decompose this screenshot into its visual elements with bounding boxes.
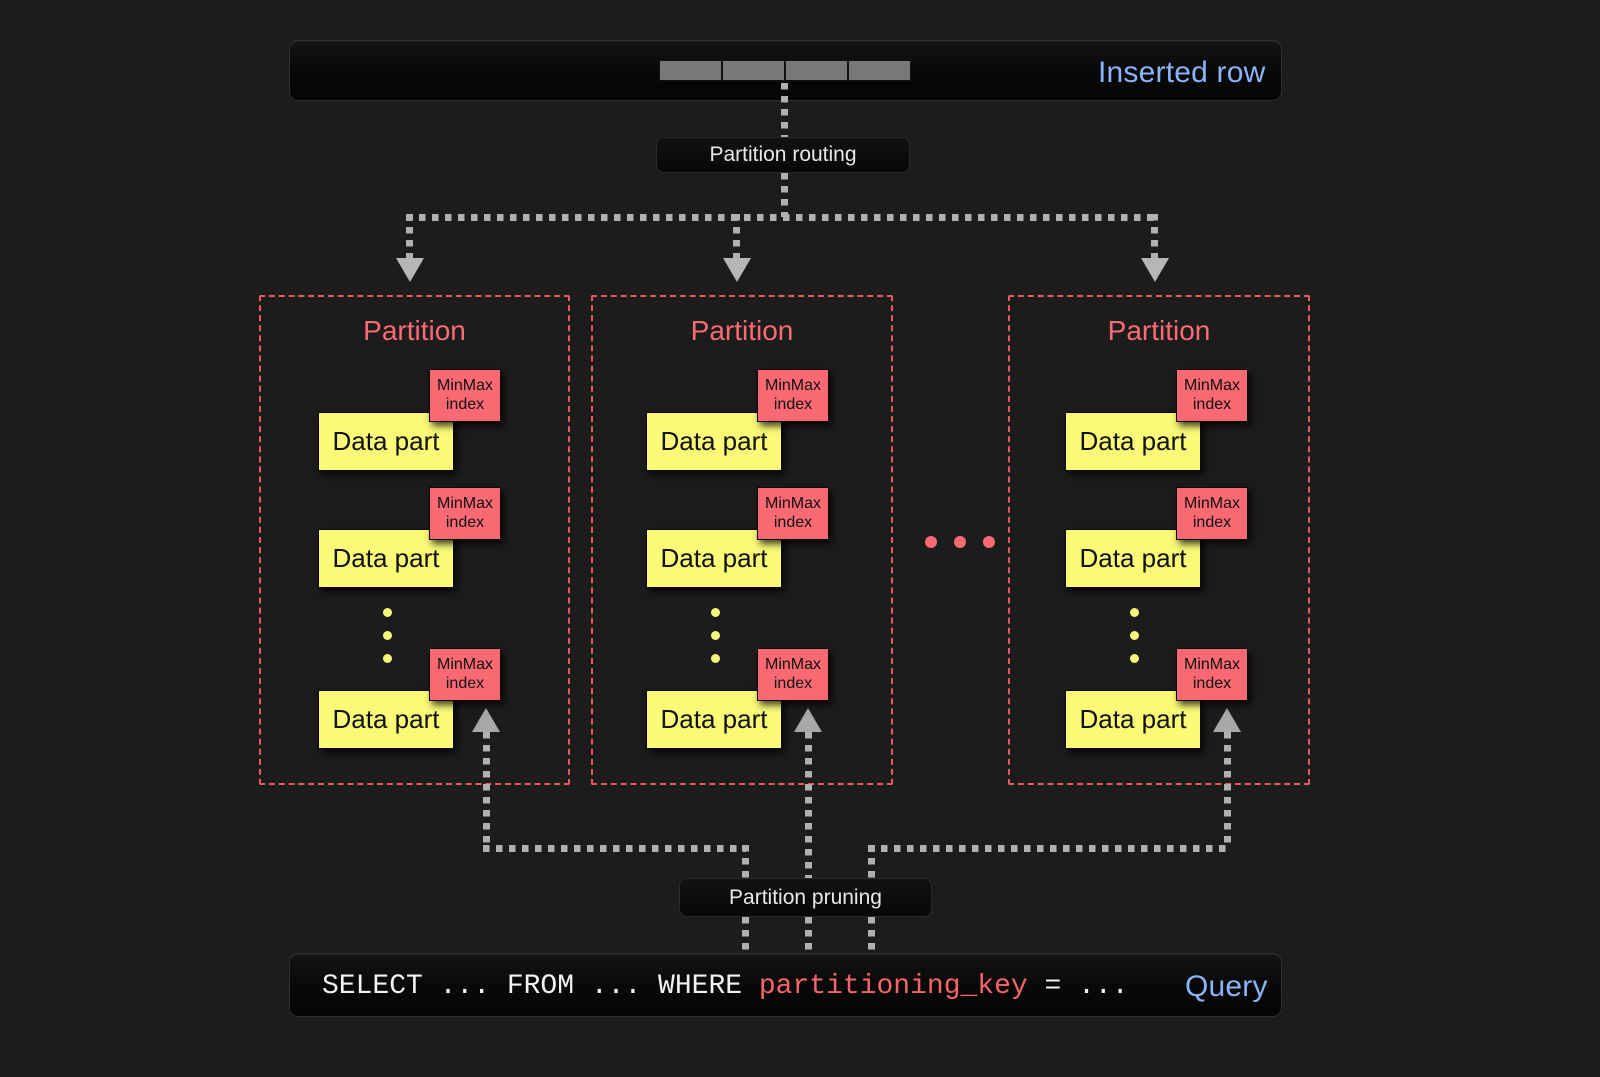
partition-pruning-label: Partition pruning [729, 885, 882, 909]
arrow-to-partition-2 [794, 708, 822, 732]
ellipsis-dot [925, 536, 937, 548]
query-prefix: SELECT ... FROM ... WHERE [322, 971, 759, 1002]
inserted-row-cells [659, 60, 911, 81]
data-part-label: Data part [660, 543, 768, 573]
connector-bus-to-partition-3 [1151, 214, 1158, 262]
connector-pruning-h-3 [868, 845, 1231, 852]
ellipsis-dot [711, 631, 720, 640]
partitions-ellipsis [925, 536, 995, 548]
connector-pruning-drop-3 [868, 845, 875, 885]
connector-row-to-routing [781, 83, 788, 138]
data-part-box: Data part [1065, 529, 1201, 588]
ellipsis-dot [983, 536, 995, 548]
vertical-ellipsis [1130, 608, 1139, 677]
ellipsis-dot [1130, 631, 1139, 640]
partition-pruning-box: Partition pruning [679, 878, 932, 917]
partition-title: Partition [363, 315, 466, 346]
connector-pruning-h-1 [483, 845, 746, 852]
partition-title: Partition [1107, 315, 1211, 346]
data-part-box: Data part [318, 412, 454, 471]
ellipsis-dot [711, 608, 720, 617]
ellipsis-dot [711, 654, 720, 663]
connector-pruning-to-query-3 [868, 917, 875, 951]
partition-title: Partition [690, 315, 794, 346]
query-suffix: = ... [1027, 971, 1129, 1002]
ellipsis-dot [383, 654, 392, 663]
arrow-into-partition-3 [1141, 258, 1169, 282]
inserted-row-label: Inserted row [1098, 56, 1266, 89]
partition-routing-box: Partition routing [656, 137, 910, 173]
query-label: Query [1185, 970, 1268, 1003]
connector-routing-bus [406, 214, 1158, 221]
connector-pruning-up-1 [483, 732, 490, 849]
data-part-label: Data part [1079, 426, 1187, 456]
ellipsis-dot [383, 608, 392, 617]
arrow-to-partition-3 [1213, 708, 1241, 732]
query-bar [289, 953, 1282, 1017]
partition-box-2: Partition [591, 295, 893, 785]
row-cell [722, 60, 785, 81]
ellipsis-dot [1130, 654, 1139, 663]
data-part-label: Data part [1079, 543, 1187, 573]
partition-box-3: Partition [1008, 295, 1310, 785]
vertical-ellipsis [383, 608, 392, 677]
data-part-label: Data part [660, 426, 768, 456]
connector-bus-to-partition-1 [406, 214, 413, 262]
data-part-label: Data part [332, 426, 440, 456]
arrow-to-partition-1 [472, 708, 500, 732]
connector-routing-down [781, 173, 788, 217]
data-part-label: Data part [332, 704, 440, 734]
data-part-label: Data part [332, 543, 440, 573]
data-part-box: Data part [318, 690, 454, 749]
row-cell [785, 60, 848, 81]
connector-pruning-to-query-2 [805, 917, 812, 951]
data-part-label: Data part [660, 704, 768, 734]
ellipsis-dot [1130, 608, 1139, 617]
query-sql-text: SELECT ... FROM ... WHERE partitioning_k… [322, 971, 1129, 1002]
query-partitioning-key: partitioning_key [758, 971, 1028, 1002]
partition-box-1: Partition [259, 295, 570, 785]
arrow-into-partition-1 [396, 258, 424, 282]
data-part-label: Data part [1079, 704, 1187, 734]
connector-pruning-up-3 [1224, 732, 1231, 849]
arrow-into-partition-2 [723, 258, 751, 282]
ellipsis-dot [383, 631, 392, 640]
row-cell [848, 60, 911, 81]
connector-bus-to-partition-2 [733, 214, 740, 262]
connector-pruning-to-query-1 [742, 917, 749, 951]
row-cell [659, 60, 722, 81]
connector-pruning-up-2 [805, 732, 812, 885]
vertical-ellipsis [711, 608, 720, 677]
partition-routing-label: Partition routing [709, 143, 857, 166]
connector-pruning-drop-1 [742, 845, 749, 885]
ellipsis-dot [954, 536, 966, 548]
